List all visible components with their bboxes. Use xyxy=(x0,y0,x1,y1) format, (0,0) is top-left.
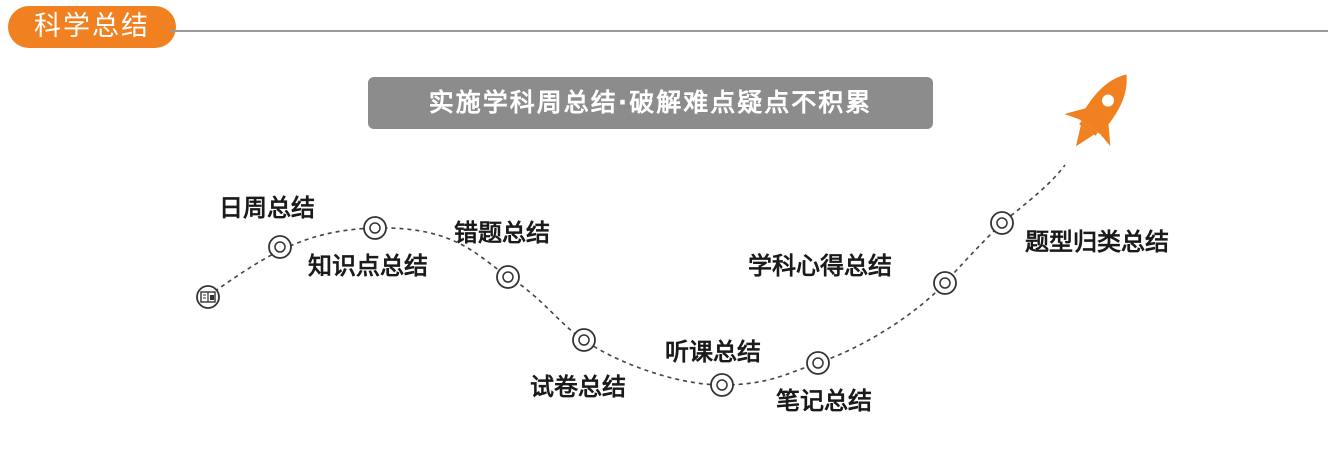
banner-slogan: 实施学科周总结·破解难点疑点不积累 xyxy=(368,77,933,129)
step-label-daily-weekly: 日周总结 xyxy=(219,194,315,222)
step-label-notes: 笔记总结 xyxy=(776,387,872,415)
node-marker xyxy=(572,328,596,352)
waypoint-nodes xyxy=(268,211,1014,397)
step-label-subject-insights: 学科心得总结 xyxy=(748,252,892,280)
start-node xyxy=(196,285,220,309)
step-label-knowledge: 知识点总结 xyxy=(308,252,428,280)
header-divider xyxy=(170,30,1328,32)
node-marker xyxy=(933,271,957,295)
step-label-question-types: 题型归类总结 xyxy=(1025,228,1169,256)
node-marker xyxy=(363,216,387,240)
dashed-path xyxy=(207,164,1066,386)
step-label-lecture: 听课总结 xyxy=(665,338,761,366)
rocket-icon xyxy=(1064,74,1127,147)
section-title-tab: 科学总结 xyxy=(8,6,176,48)
node-marker xyxy=(268,235,292,259)
node-marker xyxy=(710,373,734,397)
step-label-exam: 试卷总结 xyxy=(530,373,626,401)
node-marker xyxy=(496,265,520,289)
step-label-mistakes: 错题总结 xyxy=(454,219,550,247)
node-marker xyxy=(806,351,830,375)
book-icon xyxy=(200,291,216,303)
node-marker xyxy=(990,211,1014,235)
